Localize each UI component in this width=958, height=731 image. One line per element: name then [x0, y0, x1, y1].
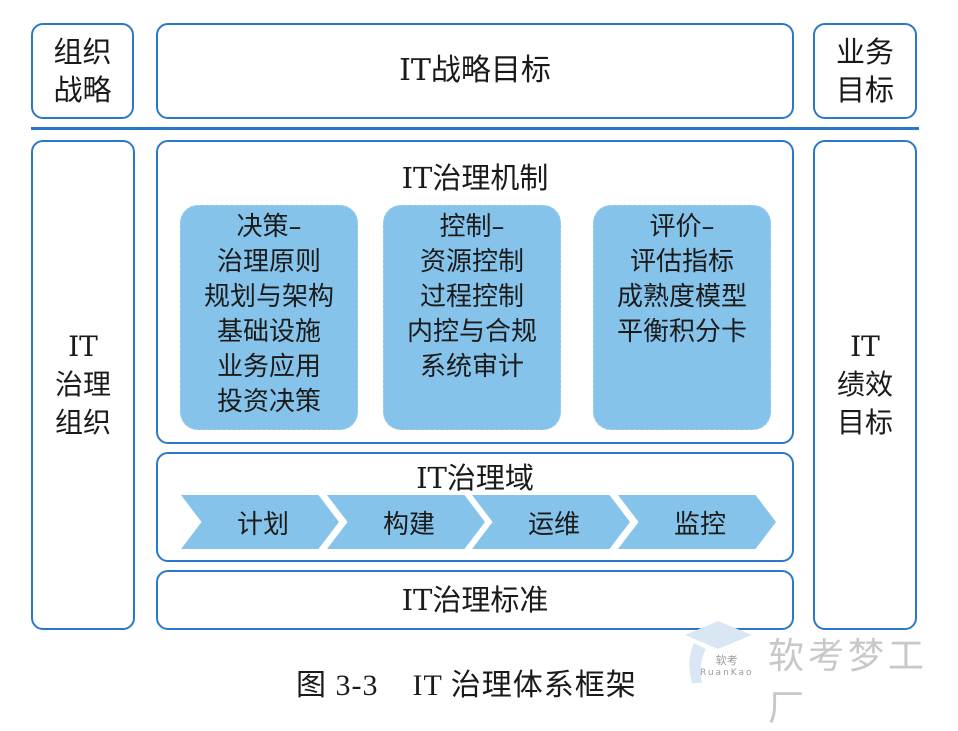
- domain-title: IT治理域: [416, 461, 534, 495]
- standard-title: IT治理标准: [401, 583, 549, 617]
- decision-line: 规划与架构: [203, 282, 334, 312]
- step-label: 计划: [236, 509, 289, 540]
- watermark-text: 软考梦工厂: [768, 636, 929, 729]
- watermark: 软考 RuanKao 软考梦工厂: [680, 615, 950, 729]
- it-governance-standard-box: IT治理标准: [156, 570, 794, 630]
- evaluation-line: 平衡积分卡: [616, 317, 747, 347]
- control-line: 过程控制: [419, 282, 524, 312]
- step-label: 监控: [673, 509, 726, 540]
- separator-line: [31, 127, 919, 130]
- control-line: 资源控制: [419, 247, 524, 277]
- decision-line: 业务应用: [216, 352, 321, 382]
- mechanism-title: IT治理机制: [401, 161, 549, 195]
- org-strategy-label: 组织 战略: [53, 35, 112, 107]
- step-operate: 运维: [472, 495, 630, 549]
- it-strategy-goal-box: IT战略目标: [156, 23, 794, 119]
- decision-line: 治理原则: [216, 247, 321, 277]
- decision-line: 基础设施: [216, 317, 321, 347]
- evaluation-line: 评估指标: [629, 247, 734, 277]
- graduation-cap-icon: [685, 621, 752, 683]
- step-label: 运维: [527, 509, 580, 540]
- decision-panel: 决策– 治理原则 规划与架构 基础设施 业务应用 投资决策: [180, 205, 358, 430]
- it-governance-org-label: IT 治理 组织: [54, 330, 111, 439]
- step-label: 构建: [382, 509, 435, 540]
- watermark-logo: 软考 RuanKao: [700, 654, 754, 679]
- control-panel: 控制– 资源控制 过程控制 内控与合规 系统审计: [383, 205, 561, 430]
- control-line: 控制–: [439, 212, 505, 242]
- decision-line: 投资决策: [216, 387, 321, 417]
- business-goal-box: 业务 目标: [813, 23, 917, 119]
- figure-caption: 图 3-3 IT 治理体系框架: [296, 669, 637, 702]
- evaluation-line: 评价–: [649, 212, 715, 242]
- control-line: 内控与合规: [406, 317, 537, 347]
- it-performance-goal-label: IT 绩效 目标: [836, 330, 893, 439]
- step-plan: 计划: [181, 495, 339, 549]
- it-governance-org-box: IT 治理 组织: [31, 140, 135, 630]
- evaluation-panel: 评价– 评估指标 成熟度模型 平衡积分卡: [593, 205, 771, 430]
- it-performance-goal-box: IT 绩效 目标: [813, 140, 917, 630]
- control-line: 系统审计: [419, 352, 524, 382]
- business-goal-label: 业务 目标: [835, 35, 894, 107]
- step-monitor: 监控: [618, 495, 776, 549]
- evaluation-line: 成熟度模型: [616, 282, 747, 312]
- step-build: 构建: [327, 495, 485, 549]
- it-strategy-goal-label: IT战略目标: [399, 53, 551, 88]
- org-strategy-box: 组织 战略: [31, 23, 134, 119]
- decision-line: 决策–: [236, 212, 302, 242]
